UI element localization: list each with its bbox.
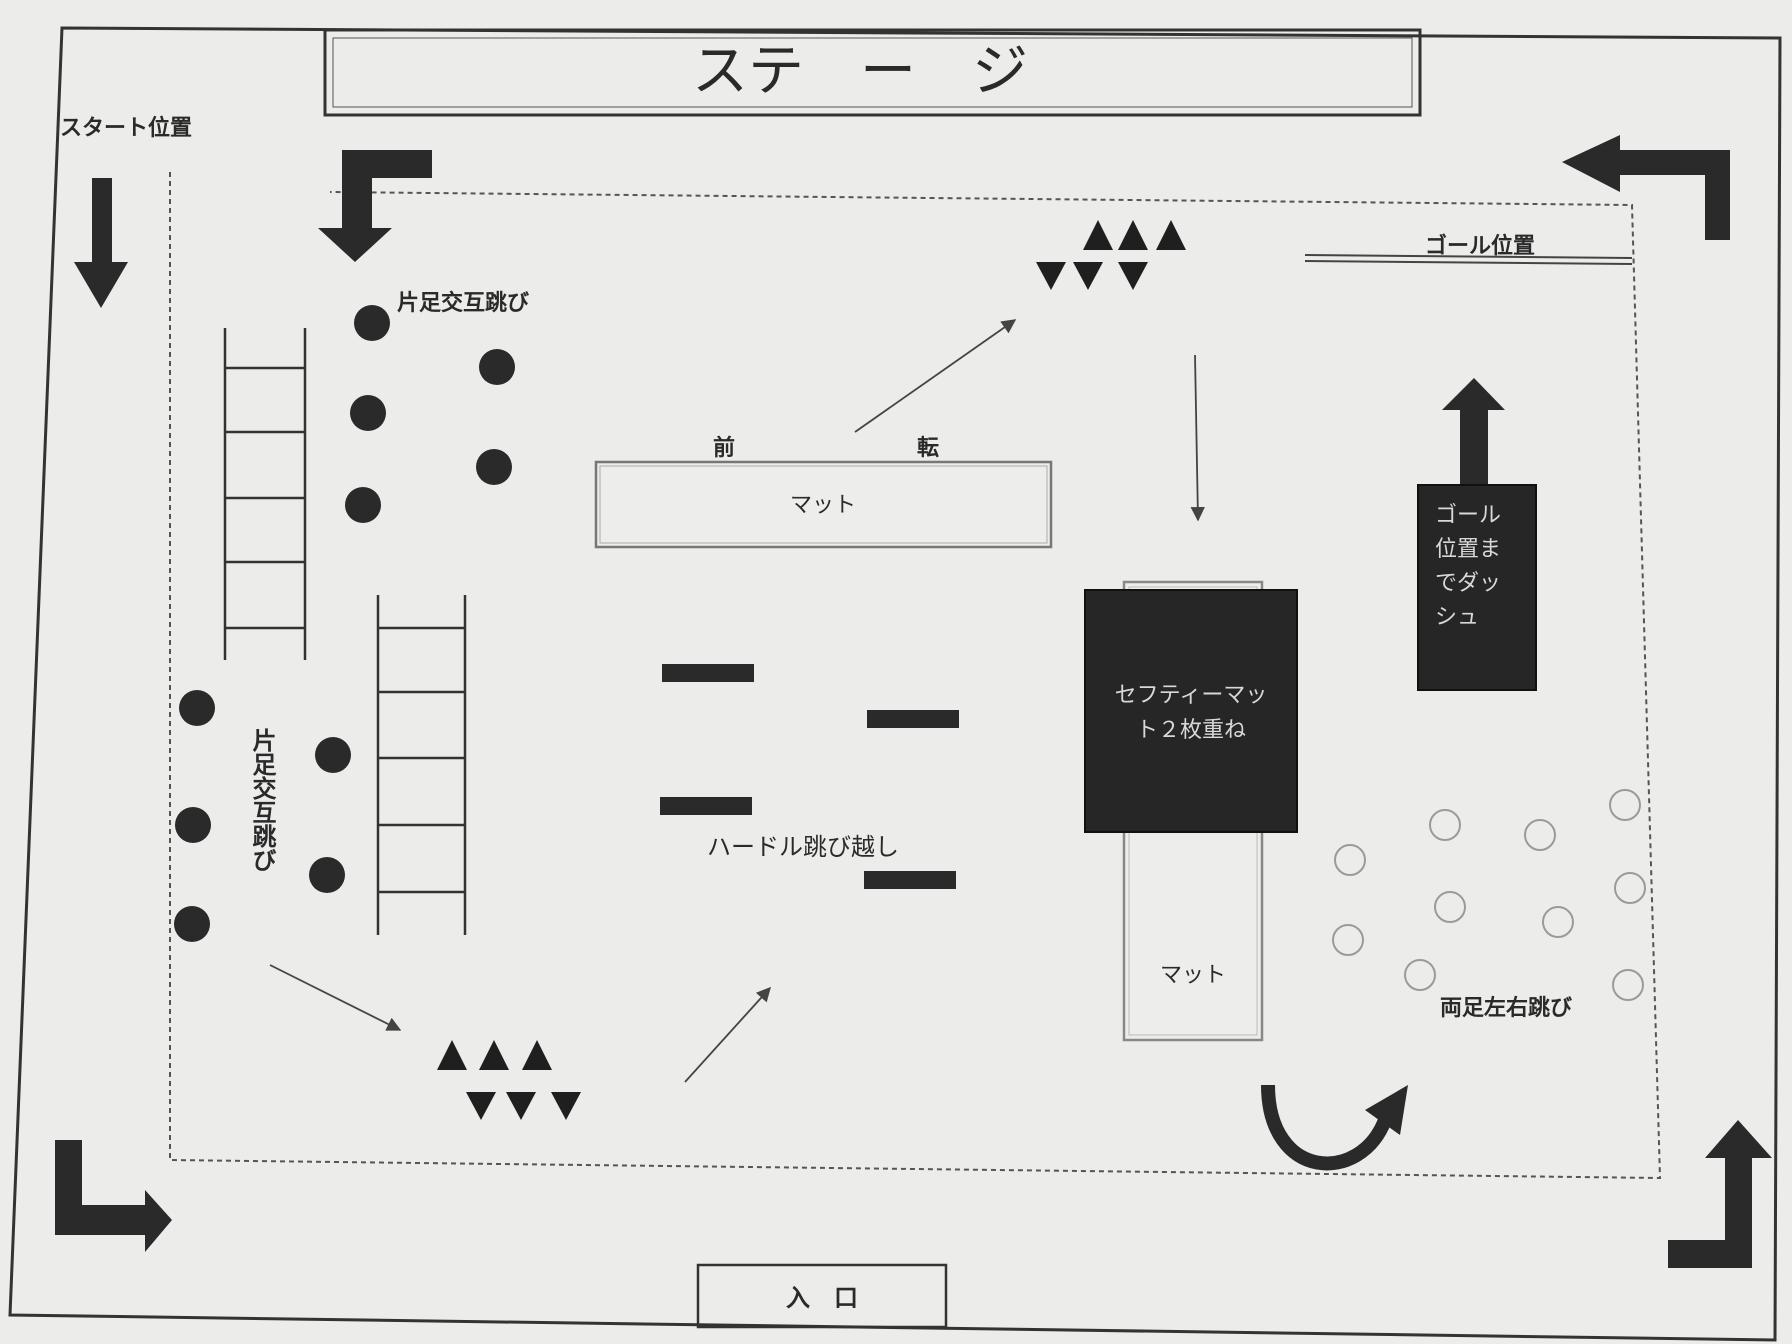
two-foot-markers xyxy=(1332,789,1646,1001)
mat-bottom-label: マット xyxy=(1160,963,1226,988)
hop-markers-left xyxy=(174,690,351,942)
entrance-box: 入 口 xyxy=(696,1263,948,1329)
goal-line xyxy=(1304,254,1633,265)
course-boundary xyxy=(169,172,1662,1180)
two-foot-label: 両足左右跳び xyxy=(1440,995,1572,1021)
hurdles xyxy=(660,664,959,889)
mat-top: マット xyxy=(594,460,1053,549)
outer-border xyxy=(8,26,1782,1342)
arrow-down-start-icon xyxy=(74,178,128,308)
forward-roll-label-1: 前 xyxy=(713,435,735,461)
arrow-corner-bottom-right-icon xyxy=(1668,1120,1772,1268)
safety-mat-label-1: セフティーマッ xyxy=(1115,683,1268,708)
arrow-up-dash-icon xyxy=(1442,378,1505,485)
hop-label-left: 片足交互跳び xyxy=(248,728,276,872)
path-arrows xyxy=(269,319,1205,1083)
ladder-left xyxy=(223,328,307,660)
stage-box: ステ ー ジ xyxy=(323,28,1422,117)
dash-label-1: ゴール xyxy=(1435,503,1501,528)
safety-mat: セフティーマッ ト２枚重ね xyxy=(1084,589,1298,833)
safety-mat-label-2: ト２枚重ね xyxy=(1136,718,1246,743)
dash-label-3: でダッ xyxy=(1435,571,1501,596)
hop-markers-top xyxy=(345,305,515,523)
arrow-u-turn-icon xyxy=(1261,1084,1408,1171)
start-label: スタート位置 xyxy=(60,115,192,141)
entrance-label: 入 口 xyxy=(786,1284,858,1312)
mat-top-label: マット xyxy=(790,493,856,518)
arrow-corner-top-right-icon xyxy=(1562,135,1730,240)
arrow-corner-bottom-left-icon xyxy=(55,1140,172,1252)
forward-roll-label-2: 転 xyxy=(917,435,939,461)
stage-label: ステ ー ジ xyxy=(692,39,1028,104)
hop-label-top: 片足交互跳び xyxy=(397,290,529,316)
dash-label-4: シュ xyxy=(1435,605,1479,630)
hurdle-label: ハードル跳び越し xyxy=(707,833,899,861)
cone-cluster-top xyxy=(1036,220,1186,290)
ladder-right xyxy=(376,595,467,935)
arrow-corner-top-left-icon xyxy=(318,150,432,262)
goal-label: ゴール位置 xyxy=(1425,233,1535,259)
dash-label-2: 位置ま xyxy=(1435,537,1501,562)
cone-cluster-bottom xyxy=(437,1040,581,1120)
dash-box: ゴール 位置ま でダッ シュ xyxy=(1417,484,1537,691)
